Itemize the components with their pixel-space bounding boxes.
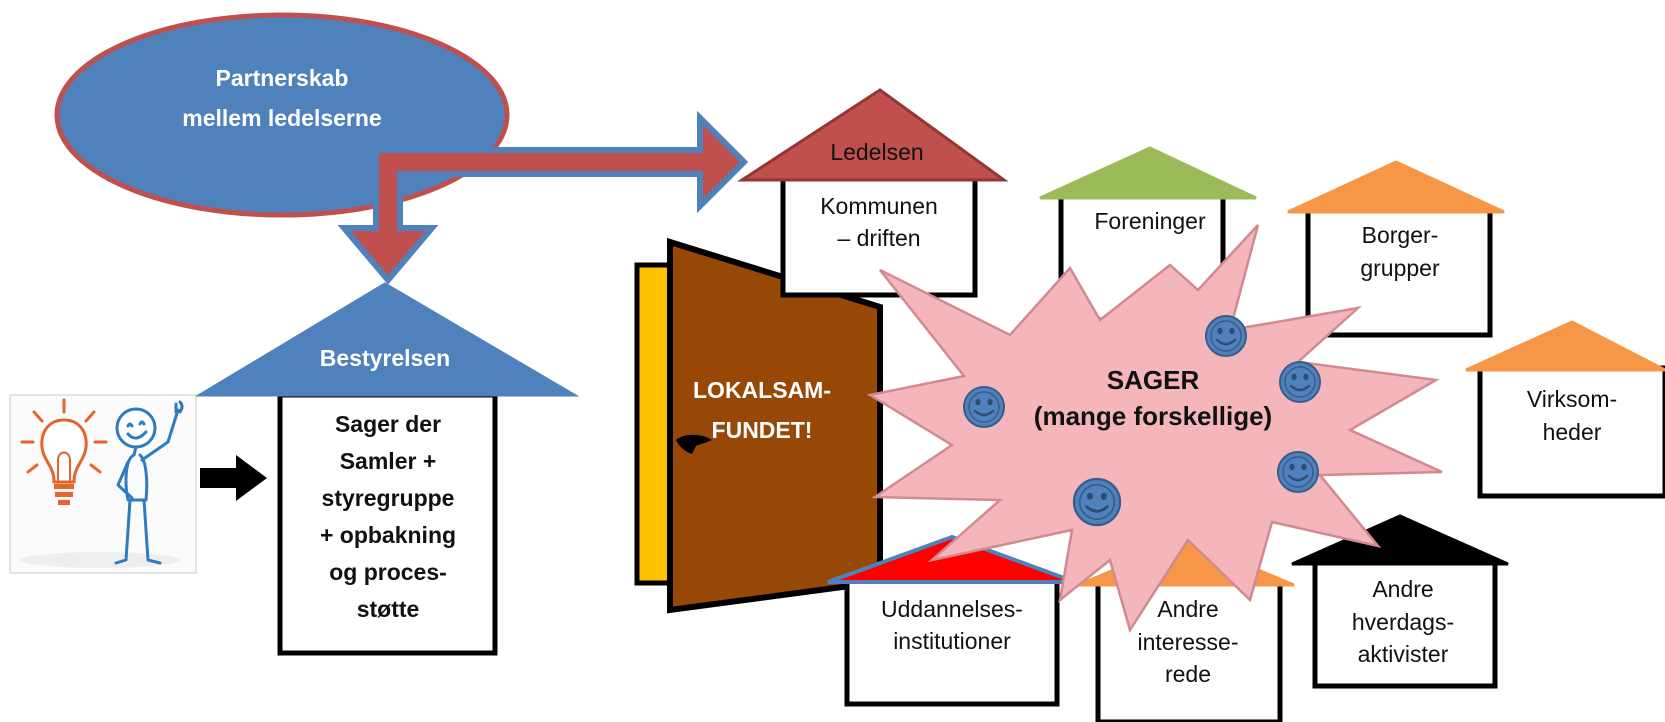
interesserede-body-line: interesse- bbox=[1138, 629, 1239, 655]
smiley-icon bbox=[1278, 360, 1322, 404]
house-ledelsen: Ledelsen Kommunen – driften bbox=[736, 88, 1009, 298]
house-uddannelse: Uddannelses- institutioner bbox=[827, 534, 1076, 707]
board-body-line: og proces- bbox=[329, 559, 447, 585]
board-roof-label: Bestyrelsen bbox=[320, 345, 450, 371]
starburst-line1: SAGER bbox=[1107, 365, 1200, 395]
ledelsen-body-line: – driften bbox=[837, 225, 920, 251]
board-body-line: Samler + bbox=[340, 448, 437, 474]
board-body-line: styregruppe bbox=[322, 485, 455, 511]
starburst: SAGER (mange forskellige) bbox=[866, 224, 1443, 633]
board-house: Bestyrelsen Sager der Samler + styregrup… bbox=[194, 282, 580, 656]
forked-arrow bbox=[337, 110, 749, 285]
right-arrow-icon bbox=[200, 455, 267, 501]
house-virksomheder: Virksom- heder bbox=[1465, 320, 1665, 499]
interesserede-body-line: rede bbox=[1165, 661, 1211, 687]
ledelsen-roof-label: Ledelsen bbox=[830, 139, 923, 165]
borgergrupper-body-line: Borger- bbox=[1362, 222, 1439, 248]
foreninger-body-line: Foreninger bbox=[1094, 208, 1206, 234]
aktivister-body-line: hverdags- bbox=[1352, 609, 1454, 635]
partnership-ellipse: Partnerskab mellem ledelserne bbox=[54, 12, 510, 218]
board-body-line: Sager der bbox=[335, 411, 441, 437]
smiley-icon bbox=[1204, 314, 1248, 358]
house-aktivister: Andre hverdags- aktivister bbox=[1291, 514, 1509, 689]
smiley-icon bbox=[1276, 450, 1320, 494]
starburst-line2: (mange forskellige) bbox=[1034, 401, 1272, 431]
interesserede-body-line: Andre bbox=[1157, 596, 1218, 622]
partnership-line1: Partnerskab bbox=[216, 65, 349, 91]
door-line2: FUNDET! bbox=[712, 417, 813, 443]
partnership-line2: mellem ledelserne bbox=[182, 105, 381, 131]
uddannelse-body-line: institutioner bbox=[893, 628, 1011, 654]
lightbulb-person-icon bbox=[9, 394, 197, 574]
board-body-line: + opbakning bbox=[320, 522, 456, 548]
aktivister-body-line: aktivister bbox=[1358, 641, 1449, 667]
uddannelse-body-line: Uddannelses- bbox=[881, 596, 1023, 622]
house-borgergrupper: Borger- grupper bbox=[1287, 160, 1505, 338]
interesserede-labels: Andre interesse- rede bbox=[1138, 596, 1239, 687]
aktivister-body-line: Andre bbox=[1372, 576, 1433, 602]
smiley-icon bbox=[1072, 477, 1122, 527]
door-line1: LOKALSAM- bbox=[693, 377, 831, 403]
virksomheder-body-line: Virksom- bbox=[1527, 386, 1617, 412]
borgergrupper-body-line: grupper bbox=[1360, 255, 1440, 281]
ledelsen-body-line: Kommunen bbox=[820, 193, 938, 219]
board-body-line: støtte bbox=[357, 596, 420, 622]
door: LOKALSAM- FUNDET! bbox=[634, 237, 883, 614]
smiley-icon bbox=[962, 385, 1006, 429]
virksomheder-body-line: heder bbox=[1543, 419, 1602, 445]
